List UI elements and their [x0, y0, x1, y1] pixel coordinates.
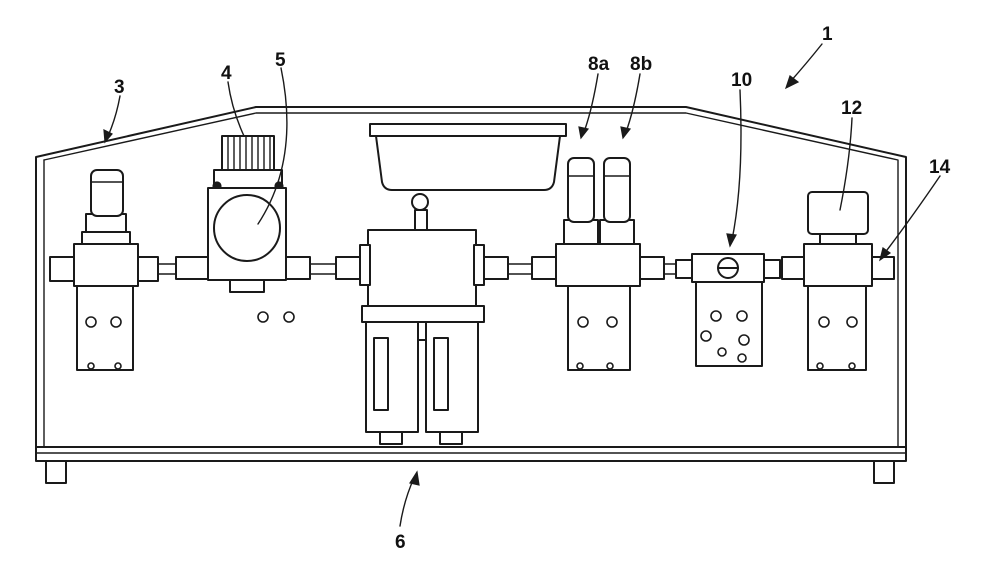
- base-plate: [36, 447, 906, 483]
- label-4: 4: [221, 63, 232, 84]
- ball-valve: [676, 254, 780, 366]
- label-5: 5: [275, 50, 286, 71]
- label-3: 3: [114, 77, 125, 98]
- filter-unit: [336, 124, 566, 444]
- pressure-gauge: [214, 195, 280, 261]
- valve-left: [50, 170, 158, 370]
- label-8b: 8b: [630, 54, 652, 75]
- label-1: 1: [822, 24, 833, 45]
- label-10: 10: [731, 70, 752, 91]
- valve-double: [532, 158, 664, 370]
- label-14: 14: [929, 157, 951, 178]
- sensor-valve: [782, 192, 894, 370]
- label-6: 6: [395, 532, 406, 553]
- label-12: 12: [841, 98, 862, 119]
- label-8a: 8a: [588, 54, 610, 75]
